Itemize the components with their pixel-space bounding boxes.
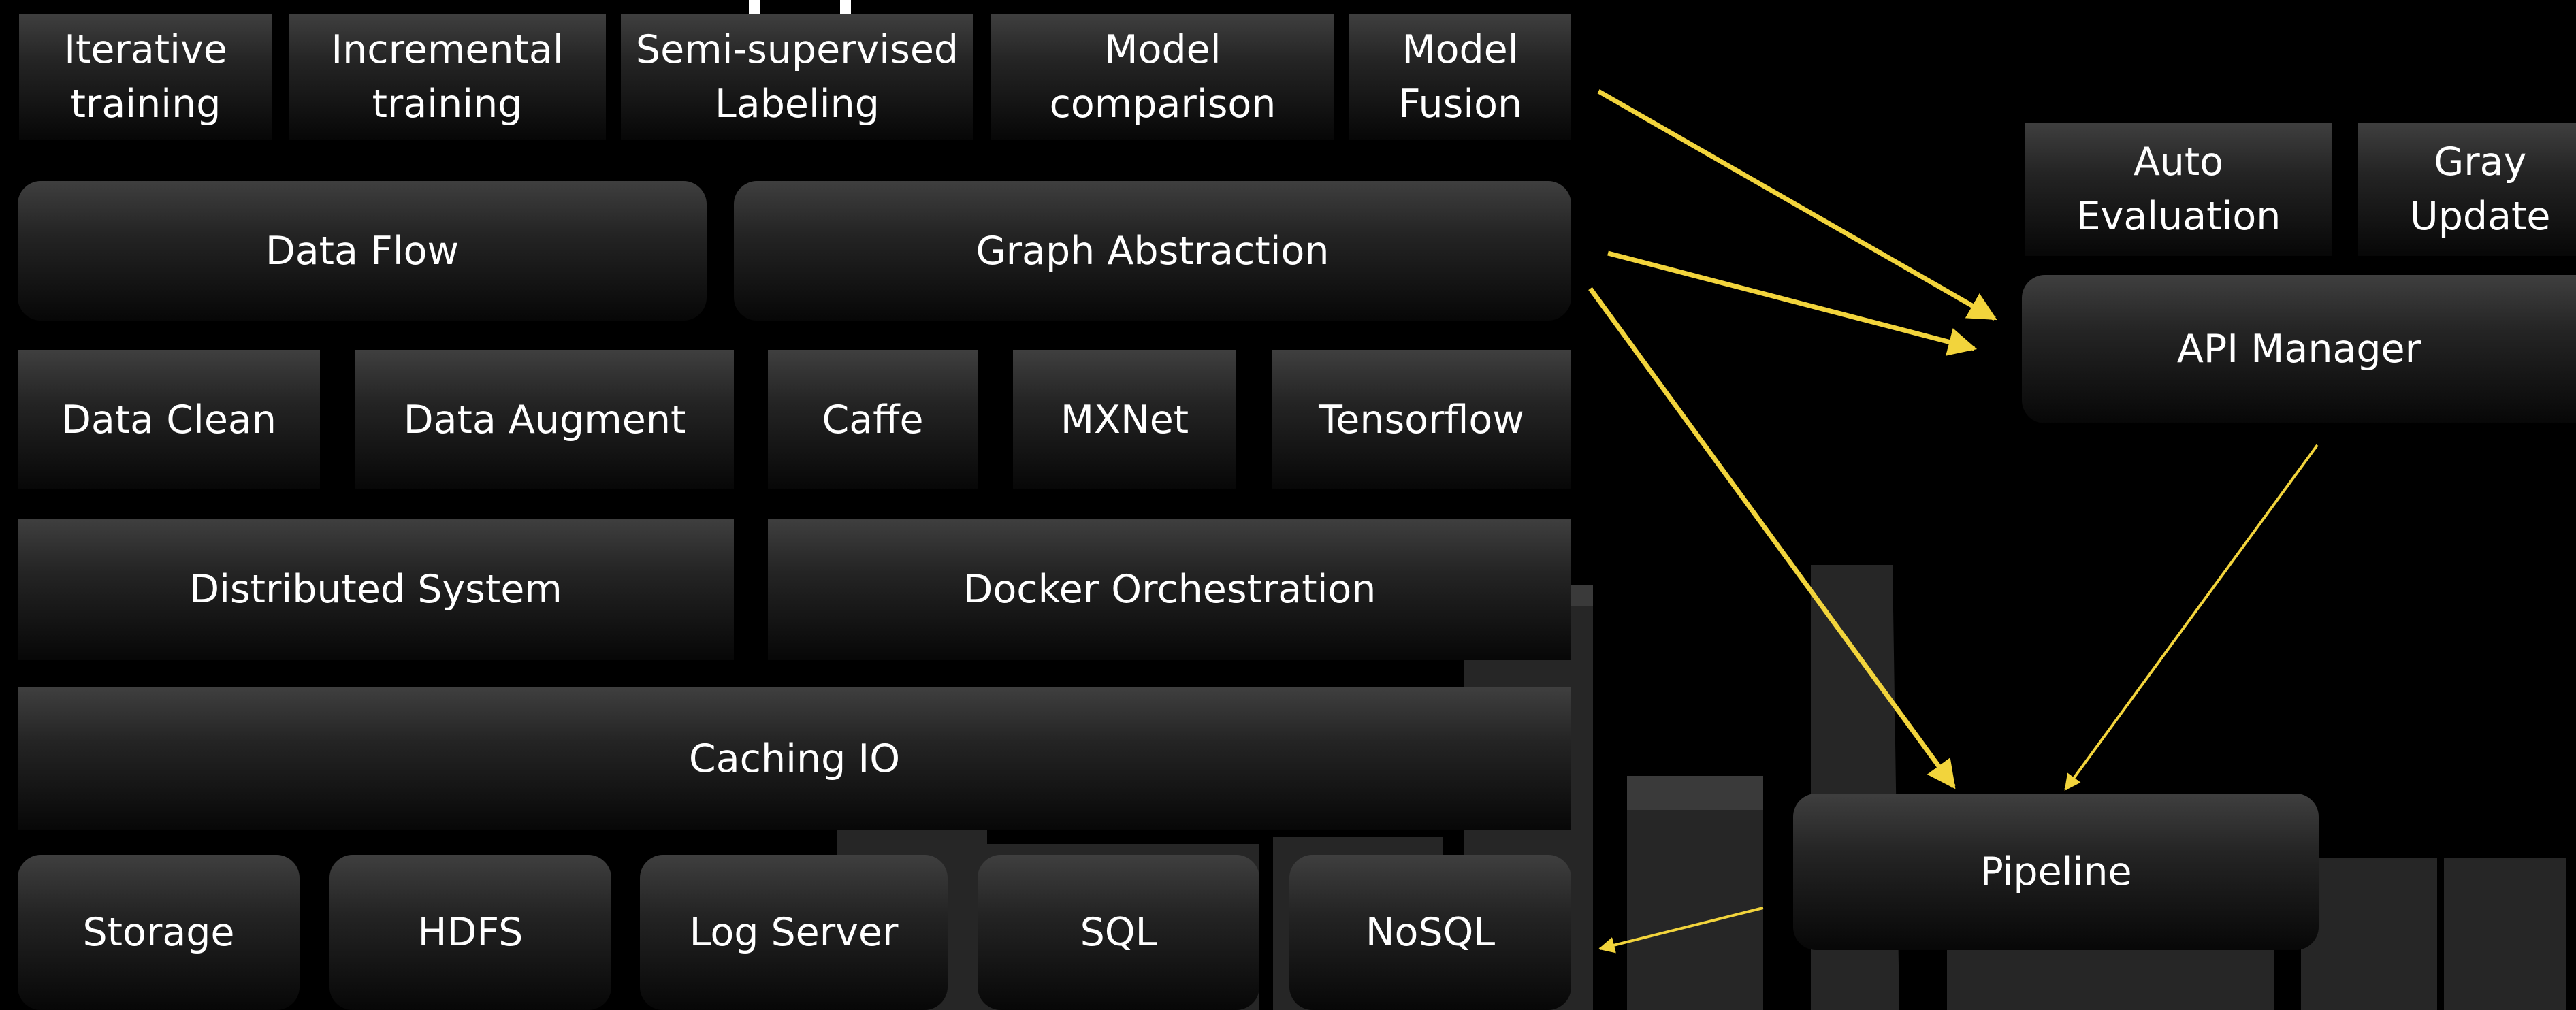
layer-label: Iterative training — [64, 27, 227, 127]
layer-label: Data Augment — [403, 397, 686, 442]
layer-data-augment: Data Augment — [355, 350, 734, 489]
layer-label: Docker Orchestration — [963, 567, 1376, 612]
layer-label: Data Flow — [265, 228, 460, 274]
service-api-manager: API Manager — [2022, 275, 2576, 423]
layer-model-fusion: Model Fusion — [1349, 14, 1571, 140]
layer-graph-abstraction: Graph Abstraction — [734, 181, 1571, 321]
layer-distributed-system: Distributed System — [18, 519, 734, 660]
layer-label: SQL — [1080, 910, 1157, 955]
layer-incremental-training: Incremental training — [289, 14, 606, 140]
layer-label: MXNet — [1060, 397, 1189, 442]
service-label: Gray Update — [2410, 140, 2551, 239]
layer-label: Distributed System — [189, 567, 562, 612]
layer-label: Tensorflow — [1319, 397, 1524, 442]
layer-label: HDFS — [417, 910, 524, 955]
layer-hdfs: HDFS — [329, 855, 611, 1010]
layer-label: Caching IO — [688, 736, 901, 781]
layer-nosql: NoSQL — [1289, 855, 1571, 1010]
service-label: Pipeline — [1980, 849, 2132, 894]
service-label: API Manager — [2176, 327, 2421, 372]
layer-caching-io: Caching IO — [18, 687, 1571, 830]
layer-docker-orchestration: Docker Orchestration — [768, 519, 1571, 660]
layer-tensorflow: Tensorflow — [1272, 350, 1571, 489]
layer-storage: Storage — [18, 855, 300, 1010]
layer-log-server: Log Server — [640, 855, 948, 1010]
layer-label: Storage — [82, 910, 235, 955]
service-pipeline: Pipeline — [1793, 794, 2319, 950]
layer-label: Model Fusion — [1398, 27, 1523, 127]
layer-label: Incremental training — [331, 27, 564, 127]
layer-label: Graph Abstraction — [976, 228, 1330, 274]
layer-sql: SQL — [978, 855, 1259, 1010]
service-label: Auto Evaluation — [2076, 140, 2281, 239]
layer-label: Caffe — [822, 397, 924, 442]
layer-label: NoSQL — [1365, 910, 1496, 955]
layer-iterative-training: Iterative training — [19, 14, 272, 140]
layer-model-comparison: Model comparison — [991, 14, 1334, 140]
layer-data-clean: Data Clean — [18, 350, 320, 489]
layer-data-flow: Data Flow — [18, 181, 707, 321]
service-auto-evaluation: Auto Evaluation — [2025, 123, 2332, 256]
service-gray-update: Gray Update — [2358, 123, 2576, 256]
layer-label: Log Server — [689, 910, 899, 955]
layer-label: Data Clean — [61, 397, 276, 442]
layer-semi-supervised-labeling: Semi-supervised Labeling — [621, 14, 973, 140]
layer-caffe: Caffe — [768, 350, 978, 489]
layer-mxnet: MXNet — [1013, 350, 1236, 489]
layer-label: Semi-supervised Labeling — [635, 27, 959, 127]
layer-label: Model comparison — [1049, 27, 1276, 127]
